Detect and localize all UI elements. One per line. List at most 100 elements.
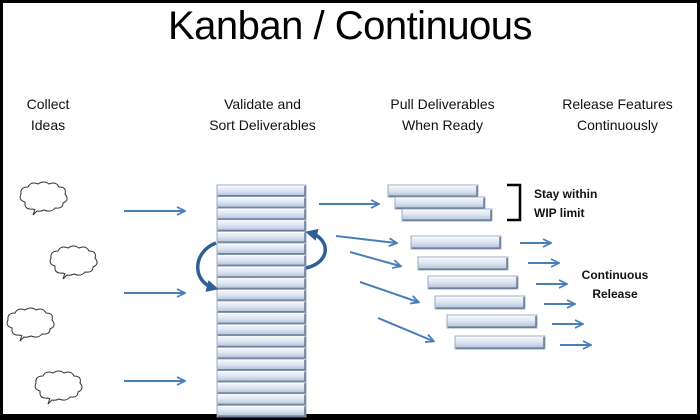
released-item [446,314,538,329]
cloud-tail [62,272,68,280]
bar-face [401,208,493,222]
bar-face [454,335,546,350]
column-header-line: When Ready [402,117,483,133]
wip-limit-note: Stay within WIP limit [534,185,597,223]
released-item [427,275,519,290]
bar-face [387,184,479,198]
bar-face [446,314,538,329]
bar-face [216,288,307,302]
pull-arrow [377,317,433,341]
column-header-collect: Collect Ideas [8,94,88,136]
backlog-item [216,370,307,383]
note-line: Stay within [534,187,598,201]
wip-item [387,184,479,198]
bar-face [216,404,307,418]
idea-cloud-icon [34,370,83,405]
bar-face [394,196,486,210]
bar-face [216,381,307,395]
note-line: Continuous [581,268,649,282]
cloud-outline [34,370,83,401]
pull-arrow [349,251,400,266]
bar-face [216,219,307,232]
cloud-tail [32,208,38,216]
bar-face [216,277,307,290]
bar-face [216,312,307,325]
backlog-stack [216,184,307,418]
backlog-item [216,184,307,198]
bar-face [434,295,526,310]
bar-face [216,207,307,221]
backlog-item [216,312,307,325]
column-header-line: Release Features [562,96,673,112]
reorder-arrow-right [305,228,327,270]
continuous-release-note: Continuous Release [575,266,655,304]
bar-face [216,335,307,348]
note-line: WIP limit [534,206,585,220]
backlog-item [216,196,307,209]
bar-face [216,346,307,360]
column-header-line: Continuously [577,117,658,133]
backlog-item [216,300,307,314]
bar-face [216,358,307,372]
wip-stack [387,184,493,222]
bar-face [216,254,307,267]
wip-item [394,196,486,210]
cloud-outline [49,245,98,276]
bar-face [216,184,307,198]
bar-face [216,323,307,337]
flow-arrows [124,204,590,381]
wip-item [401,208,493,222]
column-header-line: Sort Deliverables [209,117,316,133]
wip-bracket [507,183,522,222]
ideas-group [6,181,98,405]
bar-face [216,370,307,383]
backlog-item [216,346,307,360]
backlog-item [216,219,307,232]
released-items [410,235,546,350]
idea-cloud-icon [49,245,98,280]
backlog-item [216,288,307,302]
reorder-arrow-left [196,241,219,292]
backlog-item [216,230,307,244]
released-item [417,256,509,271]
backlog-item [216,404,307,418]
bar-face [410,235,502,250]
column-header-line: Pull Deliverables [390,96,495,112]
backlog-item [216,265,307,279]
bar-face [216,196,307,209]
page-title: Kanban / Continuous [167,4,533,48]
bar-face [427,275,519,290]
column-header-line: Validate and [224,96,301,112]
idea-cloud-icon [6,307,55,342]
cloud-outline [19,181,68,212]
backlog-item [216,393,307,406]
bar-face [216,242,307,256]
bar-face [417,256,509,271]
cloud-tail [47,397,53,405]
bar-face [216,265,307,279]
bar-face [216,230,307,244]
backlog-item [216,242,307,256]
backlog-item [216,254,307,267]
released-item [434,295,526,310]
pull-arrow [335,235,396,243]
column-header-validate: Validate and Sort Deliverables [185,94,340,136]
bar-face [216,393,307,406]
bar-face [216,300,307,314]
column-header-line: Ideas [30,117,66,133]
backlog-item [216,207,307,221]
cloud-outline [6,307,55,338]
backlog-item [216,277,307,290]
column-header-line: Collect [26,96,70,112]
note-line: Release [592,287,638,301]
pull-arrow [359,281,418,302]
backlog-item [216,335,307,348]
cloud-tail [19,334,25,342]
released-item [410,235,502,250]
released-item [454,335,546,350]
column-header-release: Release Features Continuously [540,94,695,136]
backlog-item [216,381,307,395]
backlog-item [216,323,307,337]
idea-cloud-icon [19,181,68,216]
